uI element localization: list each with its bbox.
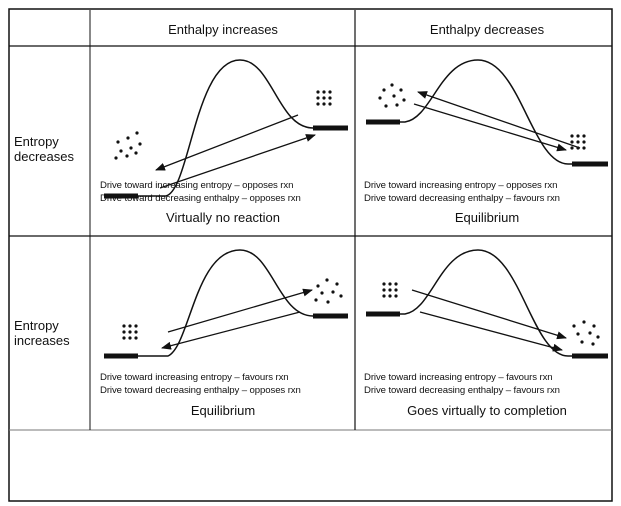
drive-entropy-text: Drive toward increasing entropy – oppose…: [100, 180, 294, 191]
energy-diagram-3: [104, 249, 348, 359]
ordered-particles: [316, 90, 332, 106]
disordered-particles: [378, 83, 406, 108]
row-label-line2: decreases: [14, 149, 74, 164]
drive-enthalpy-text: Drive toward decreasing enthalpy – oppos…: [100, 385, 301, 396]
energy-curve: [366, 249, 608, 357]
energy-curve: [366, 59, 608, 165]
disordered-particles: [314, 278, 343, 304]
forward-arrow-upper: [411, 289, 567, 340]
energy-curve: [104, 249, 348, 357]
forward-arrow: [167, 288, 313, 333]
energy-diagram-1: [104, 59, 348, 199]
ordered-particles: [570, 134, 586, 150]
row-label-line2: increases: [14, 333, 70, 348]
disordered-particles: [114, 131, 142, 160]
drive-enthalpy-text: Drive toward decreasing enthalpy – favou…: [364, 385, 560, 396]
outcome-text: Equilibrium: [190, 403, 256, 418]
outcome-text: Virtually no reaction: [166, 210, 280, 225]
energy-curve: [104, 59, 348, 197]
energy-diagram-4: [366, 249, 608, 359]
forward-arrow-lower: [419, 311, 563, 352]
outcome-text: Goes virtually to completion: [407, 403, 567, 418]
row-label-line1: Entropy: [14, 318, 59, 333]
column-header-enthalpy-increases: Enthalpy increases: [168, 22, 278, 37]
reverse-arrow: [417, 91, 581, 149]
drive-enthalpy-text: Drive toward decreasing enthalpy – favou…: [364, 193, 560, 204]
energy-diagram-2: [366, 59, 608, 167]
row-label-line1: Entropy: [14, 134, 59, 149]
drive-enthalpy-text: Drive toward decreasing enthalpy – oppos…: [100, 193, 301, 204]
disordered-particles: [572, 320, 600, 346]
row-label-entropy-decreases: Entropy decreases: [14, 134, 74, 164]
reverse-arrow: [161, 311, 301, 350]
ordered-particles: [382, 282, 398, 298]
outcome-text: Equilibrium: [454, 210, 520, 225]
row-label-entropy-increases: Entropy increases: [14, 318, 70, 348]
forward-arrow: [159, 134, 316, 189]
reverse-arrow: [155, 114, 299, 171]
drive-entropy-text: Drive toward increasing entropy – favour…: [100, 372, 289, 383]
outer-border: [8, 8, 613, 502]
ordered-particles: [122, 324, 138, 340]
drive-entropy-text: Drive toward increasing entropy – favour…: [364, 372, 553, 383]
forward-arrow: [413, 103, 567, 152]
drive-entropy-text: Drive toward increasing entropy – oppose…: [364, 180, 558, 191]
column-header-enthalpy-decreases: Enthalpy decreases: [429, 22, 545, 37]
